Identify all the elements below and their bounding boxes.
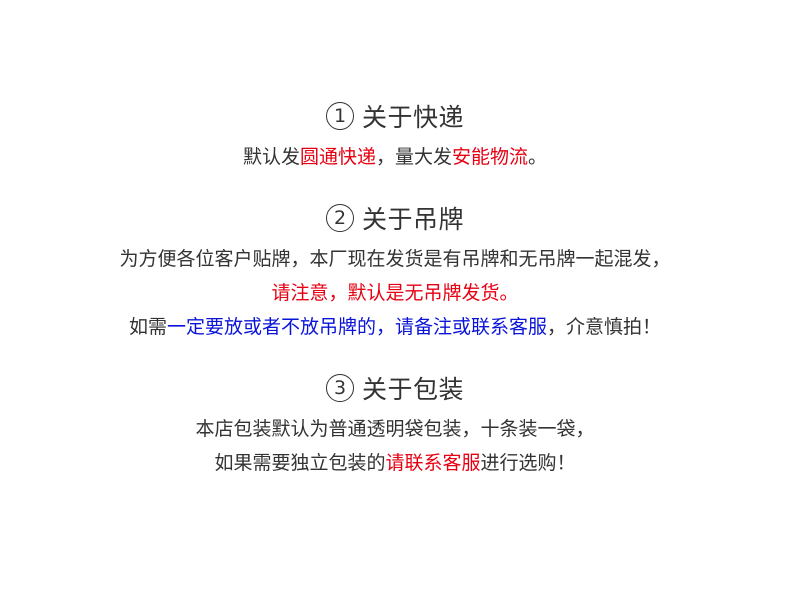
circled-number-1: 1 xyxy=(325,102,354,130)
heading-express: 关于快递 xyxy=(361,103,464,132)
section-heading: 2 关于吊牌 xyxy=(0,198,790,238)
section-packaging: 3 关于包装 本店包装默认为普通透明袋包装，十条装一袋， 如果需要独立包装的请联… xyxy=(0,368,790,480)
text-segment: 。 xyxy=(528,146,548,168)
express-info-line: 默认发圆通快递，量大发安能物流。 xyxy=(0,140,790,174)
highlight-courier-bulk: 安能物流 xyxy=(452,146,529,168)
packaging-info-line: 本店包装默认为普通透明袋包装，十条装一袋， xyxy=(195,418,595,440)
hangtag-default-notice: 请注意，默认是无吊牌发货。 xyxy=(271,282,519,304)
packaging-request-line: 如果需要独立包装的请联系客服进行选购！ xyxy=(0,446,790,480)
section-heading: 1 关于快递 xyxy=(0,96,790,136)
heading-hangtag: 关于吊牌 xyxy=(361,205,464,234)
text-segment: 进行选购！ xyxy=(480,452,576,474)
text-segment: ，介意慎拍！ xyxy=(547,316,662,338)
highlight-courier-default: 圆通快递 xyxy=(299,146,376,168)
highlight-contact-service: 请联系客服 xyxy=(385,452,481,474)
text-segment: ，量大发 xyxy=(375,146,452,168)
text-segment: 默认发 xyxy=(242,146,300,168)
highlight-contact-service: 一定要放或者不放吊牌的，请备注或联系客服 xyxy=(166,316,547,338)
heading-packaging: 关于包装 xyxy=(361,375,464,404)
section-hangtag: 2 关于吊牌 为方便各位客户贴牌，本厂现在发货是有吊牌和无吊牌一起混发， 请注意… xyxy=(0,198,790,344)
section-express: 1 关于快递 默认发圆通快递，量大发安能物流。 xyxy=(0,96,790,174)
hangtag-info-line: 为方便各位客户贴牌，本厂现在发货是有吊牌和无吊牌一起混发， xyxy=(119,248,671,270)
text-segment: 如需 xyxy=(128,316,167,338)
section-heading: 3 关于包装 xyxy=(0,368,790,408)
circled-number-2: 2 xyxy=(325,204,354,232)
text-segment: 如果需要独立包装的 xyxy=(214,452,386,474)
circled-number-3: 3 xyxy=(325,374,354,402)
hangtag-request-line: 如需一定要放或者不放吊牌的，请备注或联系客服，介意慎拍！ xyxy=(0,310,790,344)
